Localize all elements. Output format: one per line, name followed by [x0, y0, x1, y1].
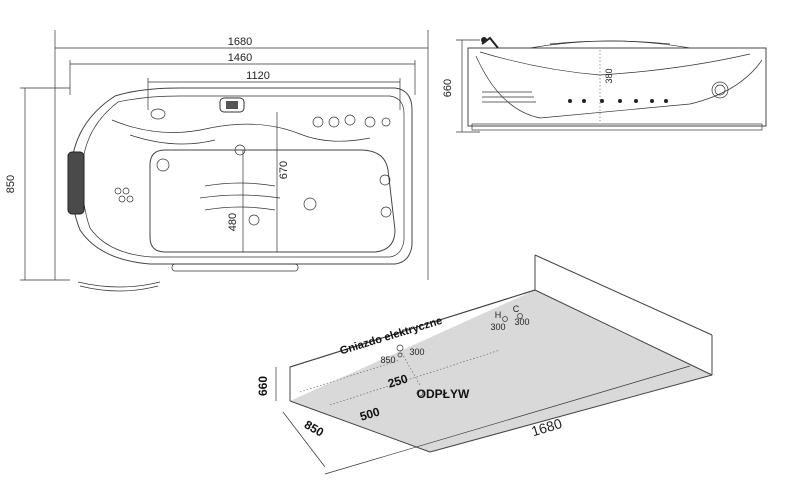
dim-front-660: 660	[442, 79, 454, 97]
water-h-label: H	[495, 310, 502, 320]
dim-inst-850: 850	[302, 417, 327, 439]
dim-top-1460: 1460	[228, 52, 252, 64]
headrest-icon	[67, 151, 85, 215]
hand-shower-icon	[481, 36, 499, 49]
faucet-icons	[312, 114, 391, 128]
dim-top-670: 670	[278, 161, 290, 179]
drain-distance-500: 500	[358, 404, 382, 423]
dim-top-850: 850	[5, 175, 17, 193]
drain-offset-250: 250	[386, 371, 410, 390]
top-view: 1680 1460 1120 850	[5, 30, 429, 292]
drain-icon	[416, 389, 424, 397]
dim-top-1120: 1120	[246, 70, 270, 82]
water-inlet-icons	[502, 313, 523, 322]
dim-top-1680: 1680	[228, 36, 252, 48]
socket-dim-850: 850	[380, 355, 395, 365]
led-light-icons	[568, 99, 668, 103]
installation-view: 660 Gniazdo elektryczne 850 300 H C 300 …	[256, 254, 713, 475]
front-view: 660 380	[442, 36, 767, 133]
dim-front-380: 380	[604, 68, 614, 83]
socket-icon	[396, 344, 404, 358]
socket-dim-300: 300	[409, 347, 424, 357]
jet-icons	[114, 144, 392, 226]
dial-icon	[711, 81, 729, 99]
water-c-dim: 300	[514, 317, 529, 327]
dim-top-480: 480	[227, 213, 239, 231]
drain-label: ODPŁYW	[417, 387, 470, 401]
water-c-label: C	[513, 304, 520, 314]
control-panel-icon	[219, 97, 245, 113]
water-h-dim: 300	[490, 322, 505, 332]
dim-inst-660: 660	[256, 376, 270, 396]
